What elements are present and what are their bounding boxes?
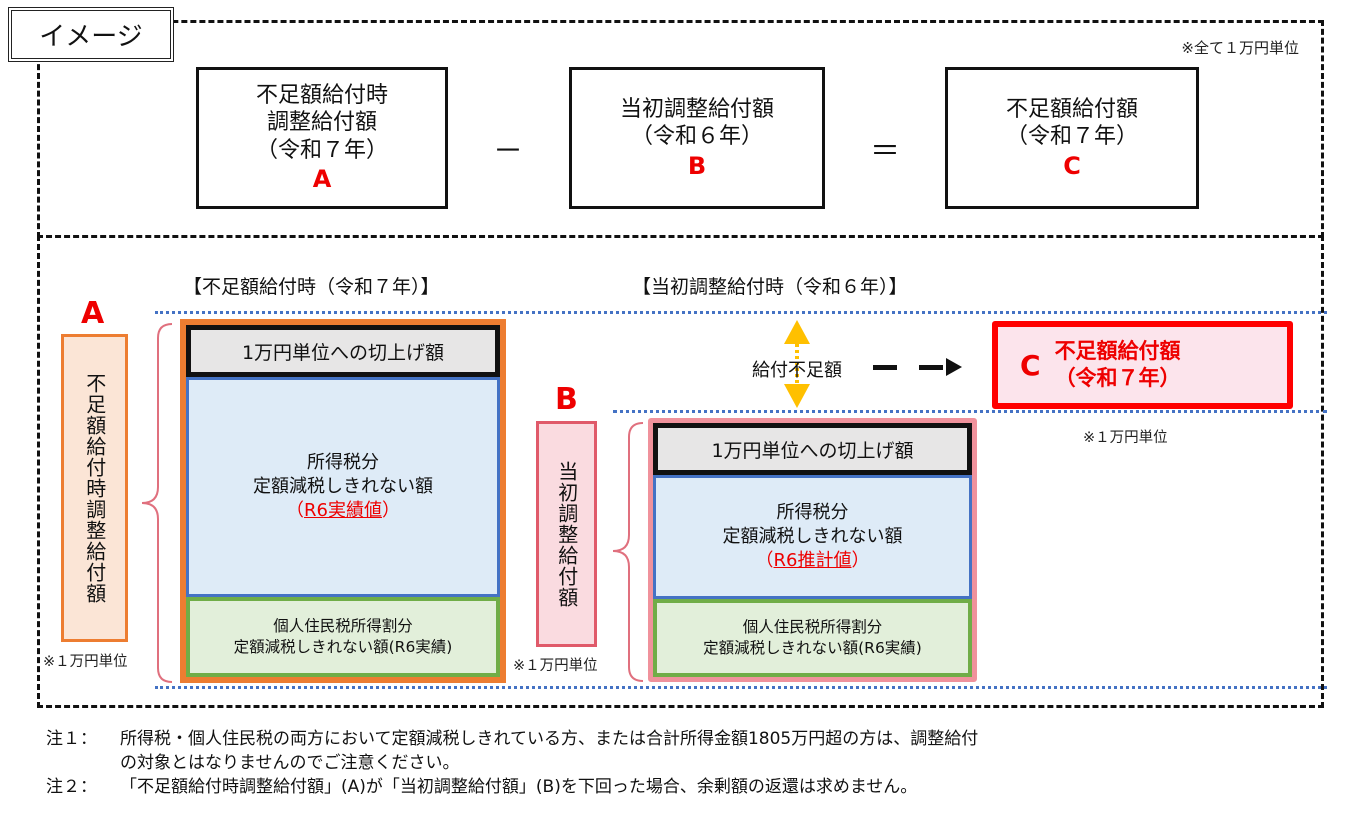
result-c-line2: （令和７年） — [1054, 366, 1181, 390]
formula-b-line1: 当初調整給付額 — [619, 96, 774, 122]
section-a-income-tax-line2: 定額減税しきれない額 — [253, 475, 433, 497]
section-b-vertical-label: 当初調整給付額 — [536, 421, 597, 647]
section-b-income-tax-line2: 定額減税しきれない額 — [722, 525, 903, 547]
section-a-title: 【不足額給付時（令和７年）】 — [183, 276, 440, 298]
section-b-paren-open: （ — [755, 550, 774, 572]
formula-c-line2: （令和７年） — [1005, 124, 1138, 149]
formula-a-line2: 調整給付額 — [266, 110, 377, 136]
section-b-income-tax-value: R6推計値 — [773, 550, 852, 572]
footnote-1-line2: の対象とはなりませんのでご注意ください。 — [120, 753, 460, 774]
section-b-unit-note: ※１万円単位 — [513, 658, 598, 674]
result-c-letter: C — [1020, 348, 1041, 382]
section-a-vertical-label: 不足額給付時調整給付額 — [61, 334, 128, 642]
formula-c-line1: 不足額給付額 — [1005, 96, 1138, 122]
result-c-unit-note: ※１万円単位 — [1083, 430, 1168, 446]
formula-a-line3: （令和７年） — [255, 137, 388, 163]
image-frame-top — [37, 20, 1324, 238]
result-c-box: C 不足額給付額 （令和７年） — [992, 321, 1293, 409]
formula-c-letter: C — [1063, 151, 1081, 180]
section-a-brace-icon — [141, 323, 173, 683]
dashed-arrow-segment — [873, 365, 897, 370]
image-frame-bottom — [37, 235, 1324, 708]
all-unit-note: ※全て１万円単位 — [1181, 39, 1299, 57]
footnote-1: 注１： 所得税・個人住民税の両方において定額減税しきれている方、または合計所得金… — [46, 727, 978, 751]
footnote-1-line1: 所得税・個人住民税の両方において定額減税しきれている方、または合計所得金額180… — [120, 729, 979, 749]
section-a-paren-open: （ — [286, 500, 305, 522]
section-a-roundup-text: 1万円単位への切上げ額 — [241, 341, 445, 364]
section-a-income-tax-value: R6実績値 — [304, 500, 382, 522]
footnote-2: 注２： 「不足額給付時調整給付額」(A)が「当初調整給付額」(B)を下回った場合… — [46, 775, 978, 799]
minus-operator: － — [493, 134, 523, 169]
double-arrow-icon — [784, 320, 810, 408]
image-title: イメージ — [8, 7, 174, 62]
section-b-roundup-text: 1万円単位への切上げ額 — [711, 439, 914, 462]
formula-b-line2: （令和６年） — [630, 124, 763, 149]
section-a-income-tax-layer: 所得税分 定額減税しきれない額 （R6実績値） — [186, 377, 500, 597]
section-b-resident-tax-line1: 個人住民税所得割分 — [742, 618, 883, 637]
section-a-letter: A — [81, 296, 105, 331]
section-b-income-tax-line1: 所得税分 — [776, 501, 849, 523]
formula-b-letter: B — [687, 151, 707, 180]
section-b-income-tax-layer: 所得税分 定額減税しきれない額 （R6推計値） — [653, 475, 972, 599]
footnotes: 注１： 所得税・個人住民税の両方において定額減税しきれている方、または合計所得金… — [46, 727, 978, 799]
section-b-paren-close: ） — [851, 550, 870, 572]
footnote-1-label: 注１： — [46, 729, 97, 749]
dotted-line-middle — [613, 410, 1327, 413]
section-a-roundup-layer: 1万円単位への切上げ額 — [186, 325, 500, 377]
gap-label: 給付不足額 — [752, 360, 842, 381]
footnote-2-label: 注２： — [46, 777, 97, 798]
section-a-paren-close: ） — [381, 500, 400, 522]
section-a-stack: 1万円単位への切上げ額 所得税分 定額減税しきれない額 （R6実績値） 個人住民… — [180, 319, 506, 683]
section-b-resident-tax-layer: 個人住民税所得割分 定額減税しきれない額(R6実績) — [653, 599, 972, 677]
section-a-vertical-text: 不足額給付時調整給付額 — [82, 372, 107, 604]
equals-operator: ＝ — [870, 134, 900, 169]
section-b-brace-icon — [612, 422, 644, 682]
section-b-stack: 1万円単位への切上げ額 所得税分 定額減税しきれない額 （R6推計値） 個人住民… — [648, 418, 977, 682]
section-a-resident-tax-line1: 個人住民税所得割分 — [273, 617, 413, 636]
section-b-title: 【当初調整給付時（令和６年）】 — [632, 276, 908, 298]
section-b-resident-tax-line2: 定額減税しきれない額(R6実績) — [703, 639, 922, 657]
section-a-resident-tax-line2: 定額減税しきれない額(R6実績) — [233, 638, 453, 656]
dotted-line-bottom — [155, 686, 1327, 689]
section-b-roundup-layer: 1万円単位への切上げ額 — [653, 423, 972, 475]
dotted-line-top — [155, 311, 1327, 314]
formula-box-b: 当初調整給付額 （令和６年） B — [569, 67, 825, 209]
dashed-arrow-segment — [919, 365, 943, 370]
result-c-line1: 不足額給付額 — [1054, 338, 1181, 363]
section-a-resident-tax-layer: 個人住民税所得割分 定額減税しきれない額(R6実績) — [186, 597, 500, 677]
arrow-right-icon — [946, 358, 962, 376]
footnote-2-line1: 「不足額給付時調整給付額」(A)が「当初調整給付額」(B)を下回った場合、余剰額… — [120, 777, 918, 798]
formula-a-line1: 不足額給付時 — [255, 82, 388, 108]
result-c-text: 不足額給付額 （令和７年） — [1055, 338, 1181, 393]
section-b-letter: B — [555, 382, 578, 417]
formula-a-letter: A — [312, 165, 332, 194]
section-a-income-tax-line1: 所得税分 — [307, 451, 379, 473]
section-b-vertical-text: 当初調整給付額 — [554, 460, 579, 608]
section-a-unit-note: ※１万円単位 — [43, 654, 128, 670]
formula-box-a: 不足額給付時 調整給付額 （令和７年） A — [196, 67, 448, 209]
formula-box-c: 不足額給付額 （令和７年） C — [945, 67, 1199, 209]
